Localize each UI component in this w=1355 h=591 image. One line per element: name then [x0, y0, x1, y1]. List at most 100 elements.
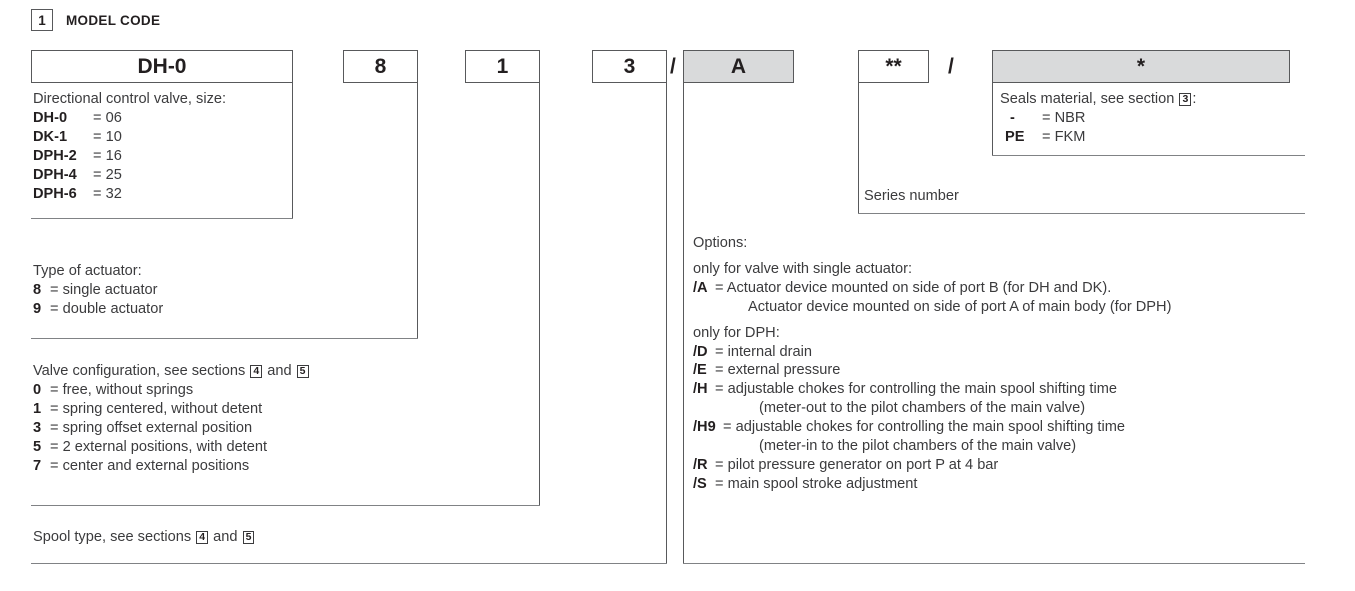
- list-item: 8 = single actuator: [33, 281, 163, 300]
- options-value-continued: Actuator device mounted on side of port …: [748, 298, 1172, 315]
- valve-configuration-value: center and external positions: [62, 457, 250, 474]
- code-box-actuator-type[interactable]: 8: [343, 50, 418, 83]
- options-eq: =: [715, 279, 724, 296]
- spool-type-heading-mid: and: [213, 529, 238, 545]
- list-item: 0= free, without springs: [33, 381, 310, 400]
- valve-configuration-key: 1: [33, 400, 42, 417]
- valve-configuration-eq: =: [50, 381, 59, 398]
- list-item: -= NBR: [1000, 109, 1196, 128]
- model-size-key: DK-1: [33, 128, 68, 145]
- valve-configuration-key: 5: [33, 438, 42, 455]
- section-ref-icon: 4: [196, 531, 209, 544]
- options-group2-heading: only for DPH:: [693, 324, 780, 341]
- list-item: /S = main spool stroke adjustment: [693, 475, 1171, 494]
- actuator-type-key: 8: [33, 281, 42, 298]
- options-value: adjustable chokes for controlling the ma…: [735, 419, 1125, 436]
- model-size-key: DPH-6: [33, 185, 77, 202]
- model-size-eq: =: [93, 166, 102, 183]
- model-size-key: DPH-4: [33, 166, 77, 183]
- model-size-key: DH-0: [33, 109, 68, 126]
- model-size-eq: =: [93, 185, 102, 202]
- actuator-type-legend: Type of actuator: 8= single actuator 9= …: [33, 262, 163, 319]
- options-eq: =: [715, 475, 724, 492]
- spool-type-heading-text: Spool type, see sections: [33, 529, 192, 545]
- seals-material-heading-text: Seals material, see section: [1000, 91, 1175, 107]
- leader-line-spool-type: [666, 83, 667, 563]
- options-heading: Options:: [693, 235, 748, 251]
- list-item: DPH-2= 16: [33, 147, 226, 166]
- leader-rule-seals-material: [992, 155, 1305, 156]
- list-item: /H= adjustable chokes for controlling th…: [693, 380, 1171, 399]
- actuator-type-value: single actuator: [62, 281, 158, 298]
- leader-rule-series-number: [858, 213, 1305, 214]
- valve-configuration-eq: =: [50, 457, 59, 474]
- valve-configuration-key: 3: [33, 419, 42, 436]
- section-ref-icon: 5: [296, 365, 309, 378]
- list-item: /E= external pressure: [693, 361, 1171, 380]
- valve-configuration-heading-text: Valve configuration, see sections: [33, 363, 246, 379]
- leader-line-options: [683, 83, 684, 563]
- options-key: /R: [693, 456, 708, 473]
- options-group1-heading: only for valve with single actuator:: [693, 260, 913, 277]
- actuator-type-eq: =: [50, 300, 59, 317]
- list-item: 3= spring offset external position: [33, 419, 310, 438]
- valve-configuration-eq: =: [50, 438, 59, 455]
- leader-line-model: [292, 83, 293, 218]
- options-key: /H9: [693, 419, 716, 436]
- slash-separator-1: /: [670, 55, 676, 78]
- options-value-continued: (meter-in to the pilot chambers of the m…: [759, 438, 1077, 455]
- options-value: main spool stroke adjustment: [727, 475, 918, 492]
- valve-configuration-value: free, without springs: [62, 381, 194, 398]
- actuator-type-heading: Type of actuator:: [33, 263, 142, 279]
- code-box-seals-material[interactable]: *: [992, 50, 1290, 83]
- leader-line-actuator-type: [417, 83, 418, 338]
- series-number-label: Series number: [864, 188, 959, 204]
- list-item: DPH-4 = 25: [33, 166, 226, 185]
- options-eq: =: [715, 362, 724, 379]
- code-box-spool-type[interactable]: 3: [592, 50, 667, 83]
- options-value: pilot pressure generator on port P at 4 …: [727, 456, 999, 473]
- spool-type-legend: Spool type, see sections 4 and 5: [33, 528, 255, 547]
- model-size-value: 16: [105, 147, 122, 164]
- code-box-model[interactable]: DH-0: [31, 50, 293, 83]
- list-item: DK-1= 10: [33, 128, 226, 147]
- valve-configuration-value: 2 external positions, with detent: [62, 438, 268, 455]
- code-box-options[interactable]: A: [683, 50, 794, 83]
- section-ref-icon: 4: [250, 365, 263, 378]
- list-item: /H9 = adjustable chokes for controlling t…: [693, 418, 1171, 437]
- valve-configuration-heading: Valve configuration, see sections 4 and …: [33, 362, 310, 381]
- code-box-series-number[interactable]: **: [858, 50, 929, 83]
- valve-configuration-value: spring offset external position: [62, 419, 253, 436]
- valve-configuration-key: 7: [33, 457, 42, 474]
- options-key: /E: [693, 362, 707, 379]
- leader-line-valve-configuration: [539, 83, 540, 505]
- list-item: 5 = 2 external positions, with detent: [33, 438, 310, 457]
- actuator-type-eq: =: [50, 281, 59, 298]
- seals-material-eq: =: [1042, 109, 1051, 126]
- options-key: /S: [693, 475, 707, 492]
- leader-rule-valve-configuration: [31, 505, 540, 506]
- list-item: /D= internal drain: [693, 343, 1171, 362]
- code-box-valve-configuration[interactable]: 1: [465, 50, 540, 83]
- options-key: /D: [693, 343, 708, 360]
- list-item: /A= Actuator device mounted on side of p…: [693, 279, 1171, 298]
- leader-rule-options: [683, 563, 1305, 564]
- options-value: adjustable chokes for controlling the ma…: [727, 381, 1117, 398]
- valve-configuration-eq: =: [50, 400, 59, 417]
- options-eq: =: [723, 419, 732, 436]
- leader-rule-actuator-type: [31, 338, 418, 339]
- seals-material-heading-colon: :: [1192, 91, 1197, 107]
- seals-material-key: -: [1010, 109, 1015, 126]
- model-size-heading: Directional control valve, size:: [33, 91, 227, 107]
- options-value-continued: (meter-out to the pilot chambers of the …: [759, 400, 1086, 417]
- leader-line-seals-material: [992, 83, 993, 155]
- model-size-legend: Directional control valve, size: DH-0= 0…: [33, 90, 226, 203]
- section-ref-icon: 5: [242, 531, 255, 544]
- list-item: 7 = center and external positions: [33, 457, 310, 476]
- actuator-type-key: 9: [33, 300, 42, 317]
- actuator-type-value: double actuator: [62, 300, 164, 317]
- model-size-value: 25: [105, 166, 122, 183]
- valve-configuration-heading-mid: and: [267, 363, 292, 379]
- list-item: PE= FKM: [1000, 128, 1196, 147]
